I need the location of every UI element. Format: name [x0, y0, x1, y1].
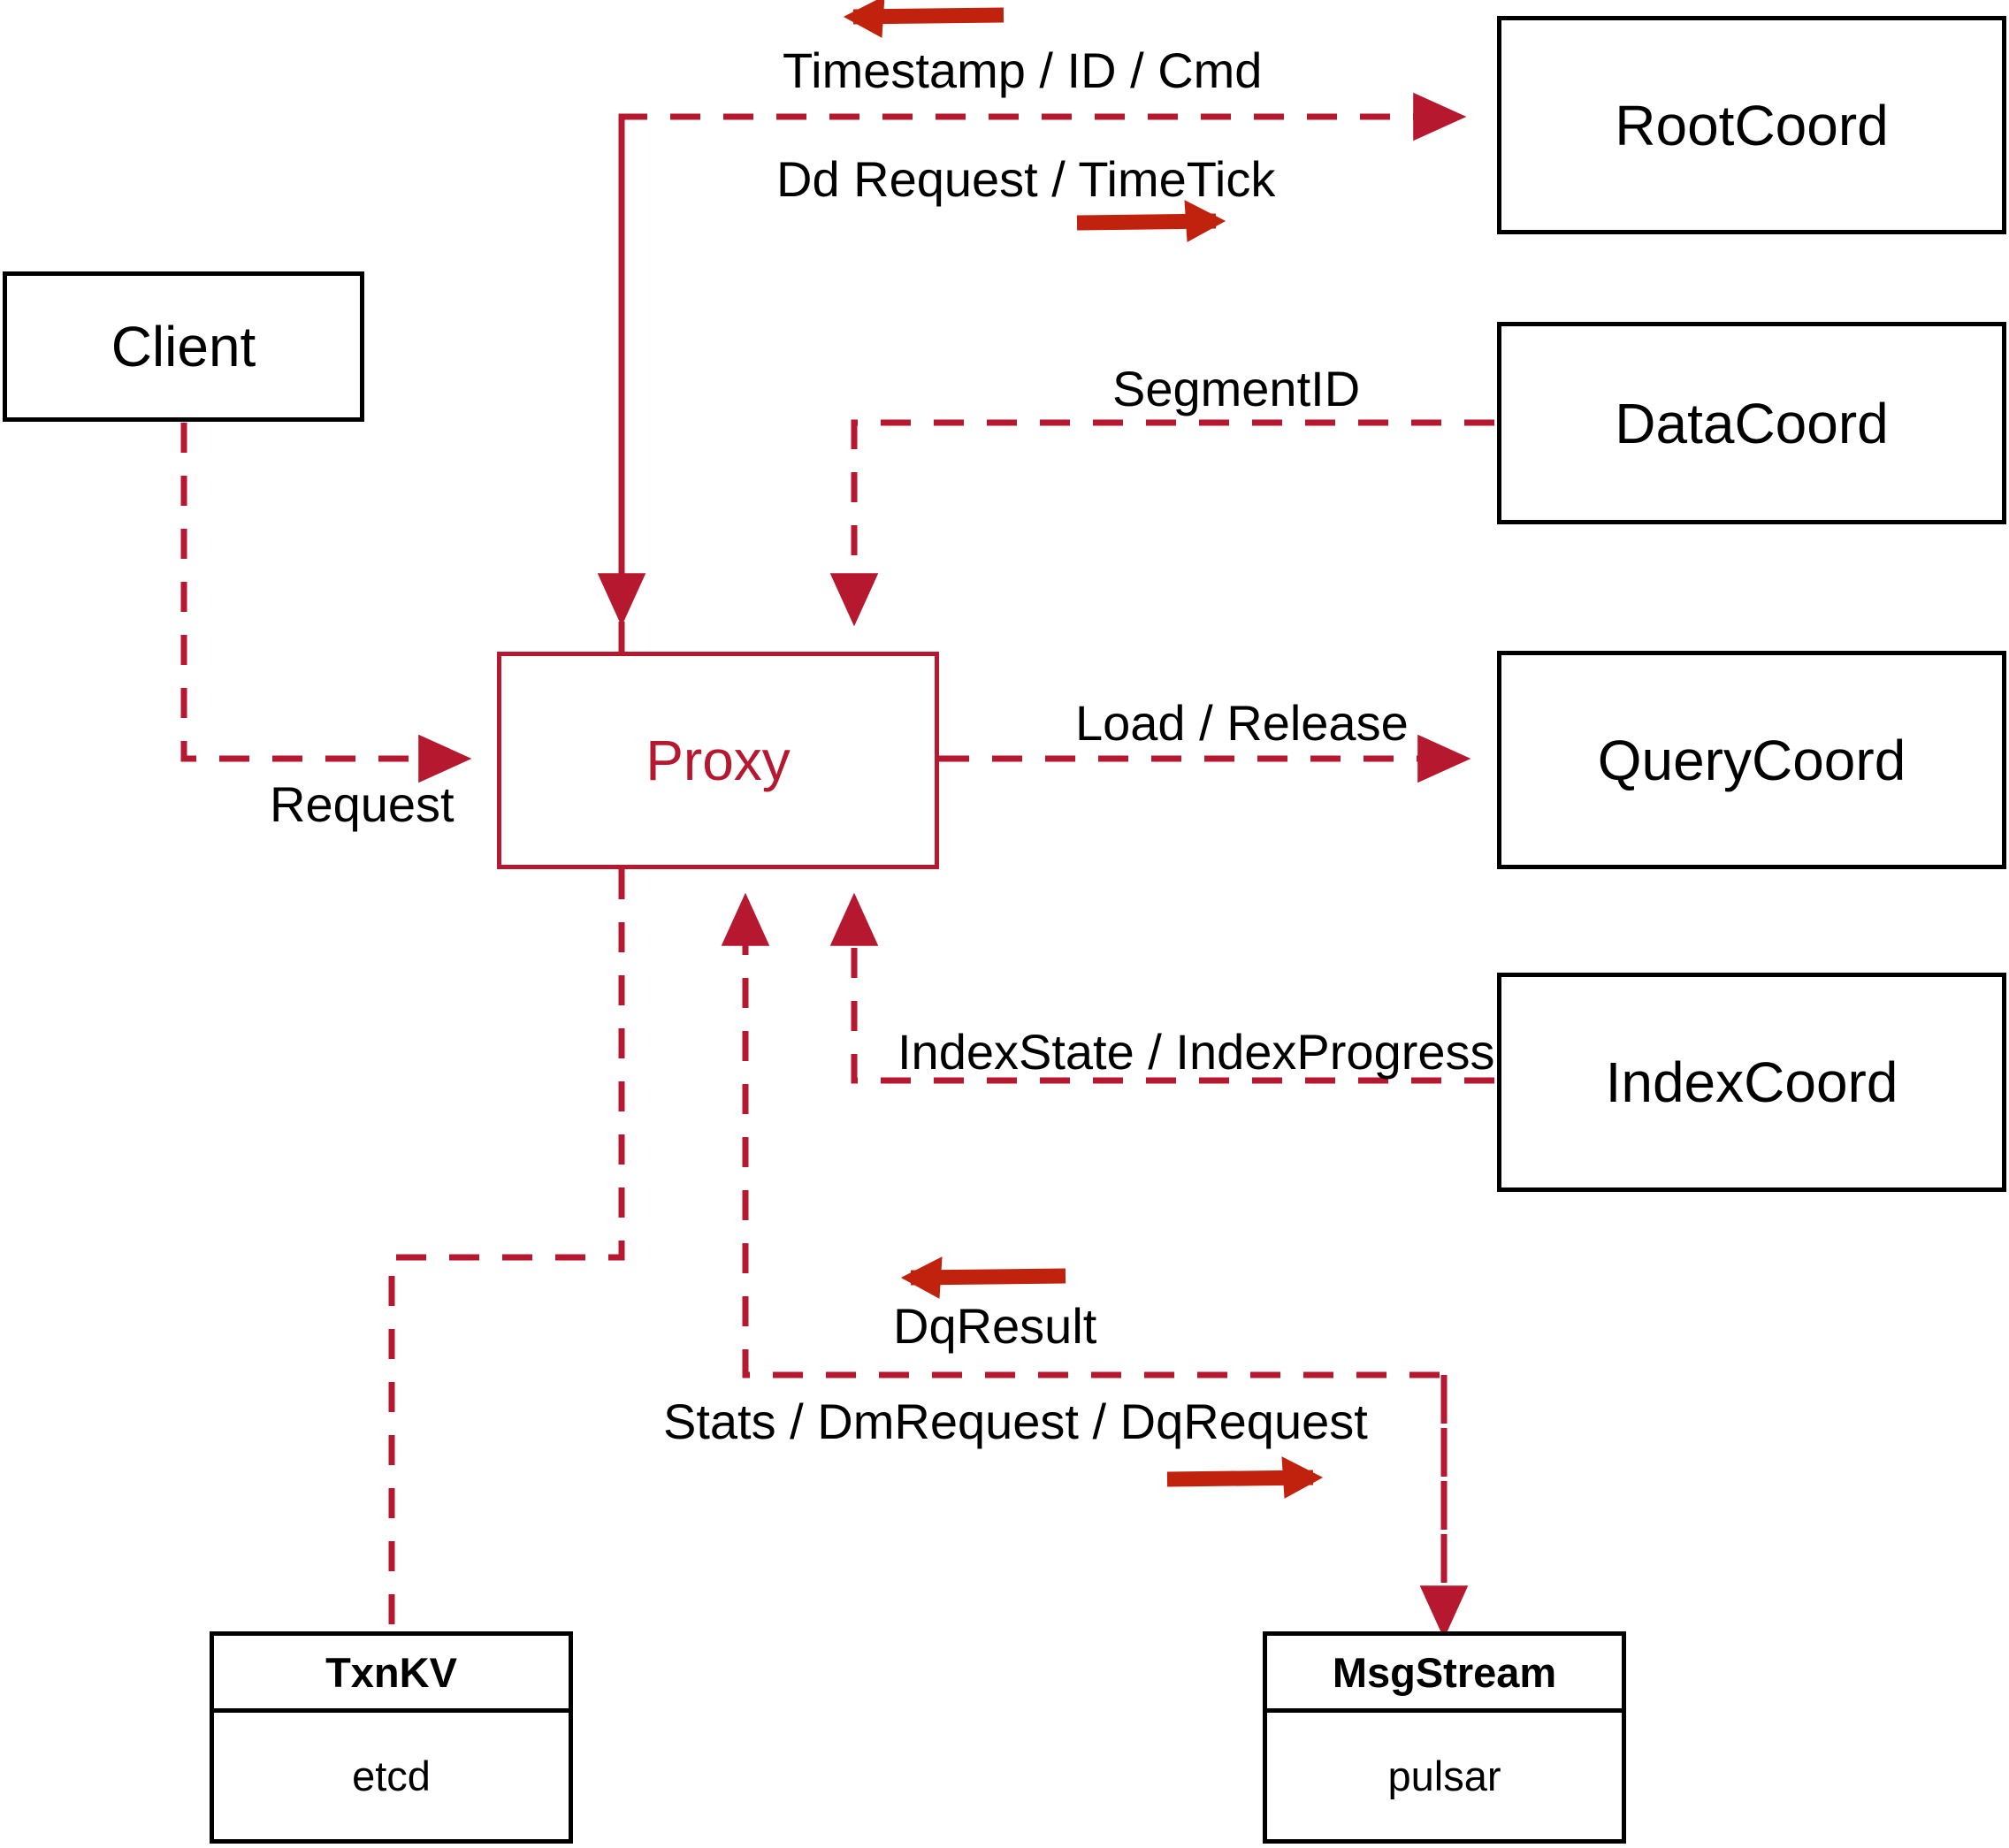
node-txnkv-title: TxnKV — [325, 1648, 457, 1696]
connector-datacoord-to-proxy[interactable] — [955, 402, 1486, 445]
connector-indexcoord-to-proxy[interactable] — [884, 1061, 1486, 1102]
node-msgstream-impl: pulsar — [1387, 1753, 1501, 1799]
connector-proxy-to-rootcoord[interactable] — [592, 97, 651, 628]
connector-proxy-to-txnkv[interactable] — [371, 1238, 610, 1279]
node-rootcoord[interactable]: RootCoord — [1497, 16, 2006, 234]
node-txnkv-impl: etcd — [352, 1753, 431, 1799]
node-txnkv[interactable]: TxnKV etcd — [210, 1631, 573, 1844]
node-msgstream-title: MsgStream — [1332, 1648, 1557, 1696]
dqresult-arrow-left-icon — [900, 1256, 1066, 1299]
node-proxy-label: Proxy — [645, 729, 791, 792]
edge-label-dqresult: DqResult — [893, 1298, 1097, 1354]
edge-client-to-proxy — [180, 423, 472, 783]
node-proxy[interactable]: Proxy — [497, 652, 939, 869]
node-datacoord[interactable]: DataCoord — [1497, 322, 2006, 524]
stats-arrow-right-icon — [1166, 1456, 1324, 1499]
node-datacoord-label: DataCoord — [1615, 391, 1889, 455]
node-rootcoord-label: RootCoord — [1615, 93, 1889, 157]
edge-label-load-release: Load / Release — [1075, 695, 1409, 751]
connector-msgstream-to-proxy[interactable] — [760, 1355, 1432, 1396]
node-indexcoord[interactable]: IndexCoord — [1497, 973, 2006, 1192]
edge-label-indexstate-indexprogress: IndexState / IndexProgress — [898, 1024, 1495, 1080]
connector-proxy-to-querycoord[interactable] — [946, 739, 1459, 780]
node-msgstream-body: pulsar — [1267, 1713, 1622, 1839]
node-querycoord[interactable]: QueryCoord — [1497, 651, 2006, 869]
edge-label-request: Request — [270, 776, 455, 832]
node-txnkv-body: etcd — [214, 1713, 569, 1839]
node-querycoord-label: QueryCoord — [1597, 728, 1906, 792]
node-txnkv-header: TxnKV — [214, 1636, 569, 1713]
node-msgstream-header: MsgStream — [1267, 1636, 1622, 1713]
connector-proxy-to-msgstream[interactable] — [1424, 1397, 1464, 1627]
edge-label-segmentid: SegmentID — [1112, 361, 1361, 416]
edge-datacoord-to-proxy — [829, 419, 1494, 627]
edge-label-stats-dmrequest-dqrequest: Stats / DmRequest / DqRequest — [663, 1394, 1368, 1449]
edge-msgstream-to-proxy — [721, 892, 1448, 1636]
connector-client-to-proxy[interactable] — [203, 739, 460, 780]
node-client[interactable]: Client — [3, 271, 364, 422]
node-client-label: Client — [111, 315, 256, 378]
edge-label-dd-request-timetick: Dd Request / TimeTick — [776, 151, 1276, 207]
timestamp-arrow-left-icon — [843, 0, 1004, 38]
node-indexcoord-label: IndexCoord — [1605, 1050, 1898, 1114]
node-msgstream[interactable]: MsgStream pulsar — [1263, 1631, 1626, 1844]
edge-label-timestamp-id-cmd: Timestamp / ID / Cmd — [783, 42, 1263, 98]
